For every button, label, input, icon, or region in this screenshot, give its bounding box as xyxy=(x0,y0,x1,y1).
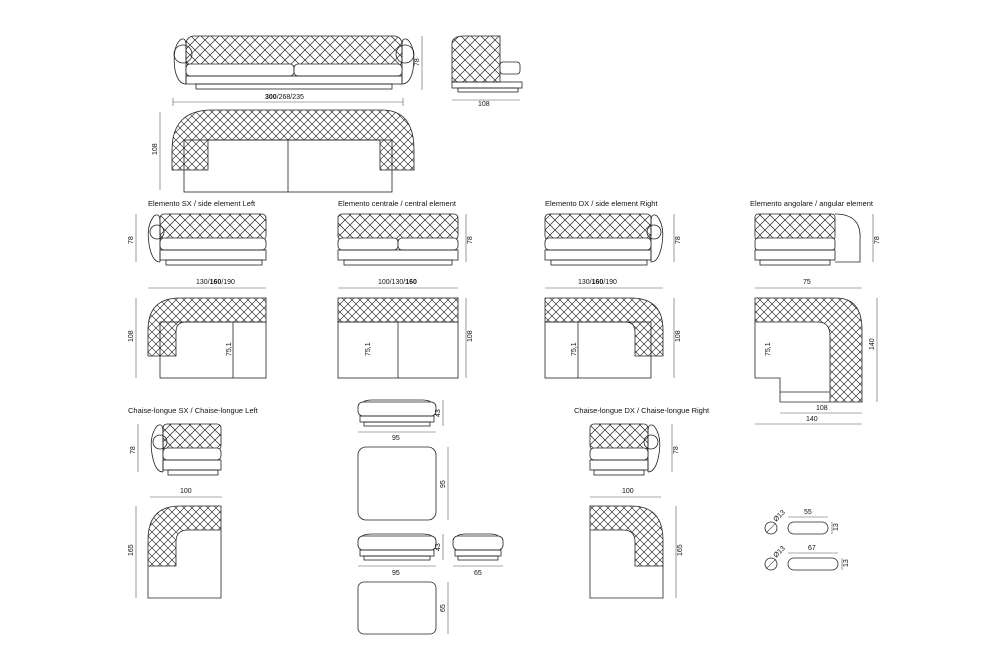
heading-chaise-right: Chaise-longue DX / Chaise-longue Right xyxy=(574,406,710,415)
cylinder-cushion-long: Ø13 67 13 xyxy=(764,545,850,571)
chaise-left-plan-view: 165 xyxy=(128,505,222,599)
angular-plan-width2-label: 140 xyxy=(806,416,818,423)
angular-plan-view: 75,1 140 108 140 xyxy=(754,297,878,425)
main-sofa-front-view xyxy=(173,35,415,90)
main-plan-depth-label: 108 xyxy=(152,143,159,155)
main-sofa-front-dims: 300/268/235 78 xyxy=(172,36,423,106)
side-left-plan-inner-label: 75,1 xyxy=(226,342,233,356)
pouf-medium-width-label: 95 xyxy=(392,570,400,577)
side-right-plan-view: 75,1 108 xyxy=(544,297,682,379)
side-left-front-view: 130/160/190 78 xyxy=(128,213,267,289)
heading-central: Elemento centrale / central element xyxy=(338,199,457,208)
central-plan-depth-label: 108 xyxy=(467,330,474,342)
side-left-width-label: 130/160/190 xyxy=(196,279,235,286)
cylinder-long-height-label: 13 xyxy=(843,559,850,567)
pouf-medium-height-label: 43 xyxy=(435,543,442,551)
central-plan-view: 75,1 108 xyxy=(337,297,474,379)
pouf-medium-depth-label: 65 xyxy=(440,604,447,612)
pouf-small-width-label: 65 xyxy=(474,570,482,577)
pouf-large-depth-label: 95 xyxy=(440,480,447,488)
main-side-depth-label: 108 xyxy=(478,101,490,108)
angular-plan-inner-label: 75,1 xyxy=(765,342,772,356)
angular-width-label: 75 xyxy=(803,279,811,286)
pouf-large-plan-view: 95 xyxy=(357,446,449,521)
side-right-height-label: 78 xyxy=(675,236,682,244)
chaise-right-plan-view: 165 xyxy=(589,505,684,599)
heading-side-left: Elemento SX / side element Left xyxy=(148,199,256,208)
central-width-label: 100/130/160 xyxy=(378,279,417,286)
side-left-height-label: 78 xyxy=(128,236,135,244)
cylinder-cushion-short: Ø13 55 13 xyxy=(764,509,840,535)
side-right-width-label: 130/160/190 xyxy=(578,279,617,286)
chaise-left-front-view: 100 78 xyxy=(130,423,222,498)
chaise-left-width-label: 100 xyxy=(180,488,192,495)
pouf-large-front-view: 43 95 xyxy=(357,399,444,442)
chaise-right-width-label: 100 xyxy=(622,488,634,495)
pouf-medium-plan-view: 65 xyxy=(357,581,449,635)
main-sofa-side-view: 108 xyxy=(451,35,523,108)
cylinder-long-diameter-label: Ø13 xyxy=(772,545,786,559)
angular-height-label: 78 xyxy=(874,236,881,244)
heading-side-right: Elemento DX / side element Right xyxy=(545,199,658,208)
central-front-view: 100/130/160 78 xyxy=(337,213,474,289)
chaise-right-plan-depth-label: 165 xyxy=(677,544,684,556)
side-right-front-view: 130/160/190 78 xyxy=(544,213,682,289)
chaise-right-front-view: 100 78 xyxy=(589,423,680,498)
pouf-medium-front-view: 43 95 xyxy=(357,533,444,577)
main-sofa-plan-view: 108 xyxy=(152,109,415,193)
angular-plan-depth-label: 140 xyxy=(869,338,876,350)
pouf-large-width-label: 95 xyxy=(392,435,400,442)
chaise-left-plan-depth-label: 165 xyxy=(128,544,135,556)
side-right-plan-inner-label: 75,1 xyxy=(571,342,578,356)
side-left-plan-depth-label: 108 xyxy=(128,330,135,342)
angular-plan-width1-label: 108 xyxy=(816,405,828,412)
central-height-label: 78 xyxy=(467,236,474,244)
cylinder-short-diameter-label: Ø13 xyxy=(772,509,786,523)
side-right-plan-depth-label: 108 xyxy=(675,330,682,342)
angular-front-view: 75 78 xyxy=(754,213,881,289)
cylinder-short-length-label: 55 xyxy=(804,509,812,516)
heading-chaise-left: Chaise-longue SX / Chaise-longue Left xyxy=(128,406,259,415)
cylinder-long-length-label: 67 xyxy=(808,545,816,552)
central-plan-inner-label: 75,1 xyxy=(365,342,372,356)
cylinder-short-height-label: 13 xyxy=(833,523,840,531)
side-left-plan-view: 75,1 108 xyxy=(128,297,267,379)
pouf-small-front-view: 65 xyxy=(452,533,504,577)
chaise-right-height-label: 78 xyxy=(673,446,680,454)
main-height-label: 78 xyxy=(414,58,421,66)
heading-angular: Elemento angolare / angular element xyxy=(750,199,874,208)
main-width-label: 300/268/235 xyxy=(265,94,304,101)
chaise-left-height-label: 78 xyxy=(130,446,137,454)
pouf-large-height-label: 43 xyxy=(435,409,442,417)
